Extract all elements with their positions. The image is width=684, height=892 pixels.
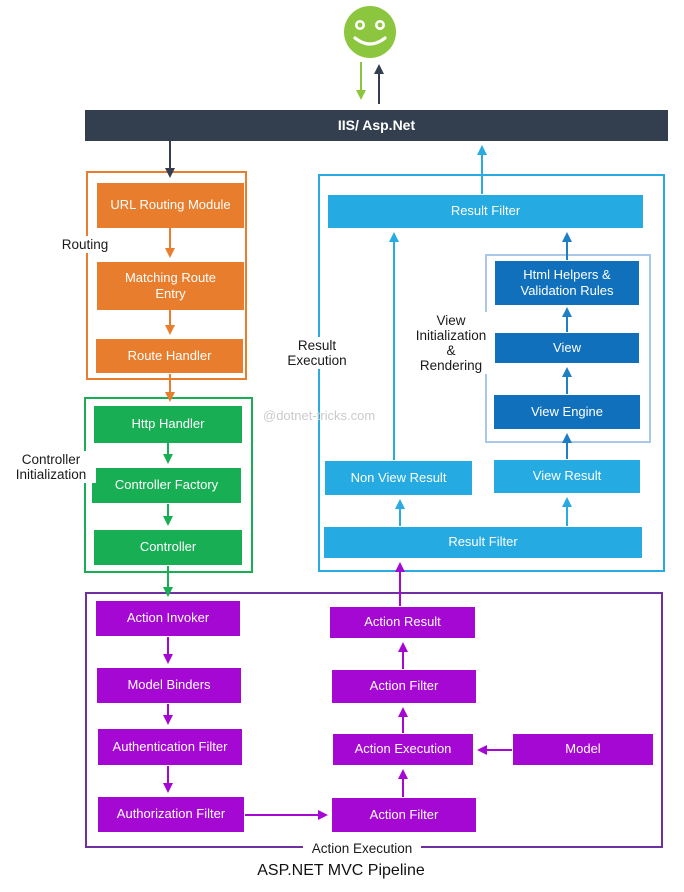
node-route-handler: Route Handler <box>96 339 243 373</box>
node-action-invoker: Action Invoker <box>96 601 240 636</box>
smiley-eye-right <box>375 20 385 30</box>
node-result-filter-top: Result Filter <box>328 195 643 228</box>
node-model: Model <box>513 734 653 765</box>
result-execution-label: Result Execution <box>281 337 353 370</box>
node-authorization-filter: Authorization Filter <box>98 797 244 832</box>
node-model-binders: Model Binders <box>97 668 241 703</box>
node-authentication-filter: Authentication Filter <box>98 729 242 765</box>
node-action-execution: Action Execution <box>333 734 473 765</box>
view-init-rendering-label: View Initialization & Rendering <box>407 312 495 375</box>
node-action-result: Action Result <box>330 607 475 638</box>
smiley-face-icon <box>344 6 396 58</box>
result-execution-label-line2: Execution <box>287 353 347 369</box>
action-execution-group-label: Action Execution <box>303 840 421 858</box>
routing-group-label: Routing <box>53 236 117 254</box>
smiley-head <box>344 6 396 58</box>
smiley-mouth <box>353 36 387 46</box>
node-controller-factory: Controller Factory <box>92 468 241 503</box>
node-matching-route-entry: Matching Route Entry <box>97 262 244 310</box>
watermark: @dotnet-tricks.com <box>263 408 376 423</box>
node-action-filter-lower: Action Filter <box>332 798 476 832</box>
smiley-eye-left <box>355 20 365 30</box>
view-init-label-line3: & <box>446 343 456 359</box>
node-url-routing-module: URL Routing Module <box>97 183 244 228</box>
node-view-result: View Result <box>494 460 640 493</box>
node-result-filter-bottom: Result Filter <box>324 527 642 558</box>
node-controller: Controller <box>94 530 242 565</box>
controller-initialization-label-line1: Controller <box>21 452 81 467</box>
result-execution-label-line1: Result <box>297 338 337 353</box>
diagram-caption: ASP.NET MVC Pipeline <box>257 862 425 879</box>
view-init-label-line1: View <box>436 313 466 328</box>
node-action-filter-upper: Action Filter <box>332 670 476 703</box>
view-init-label-line4: Rendering <box>419 358 483 374</box>
node-view: View <box>495 333 639 363</box>
controller-initialization-label-line2: Initialization <box>15 467 87 483</box>
view-init-label-line2: Initialization <box>415 328 487 344</box>
node-http-handler: Http Handler <box>94 406 242 443</box>
node-non-view-result: Non View Result <box>325 461 472 495</box>
iis-aspnet-bar: IIS/ Asp.Net <box>85 110 668 141</box>
node-view-engine: View Engine <box>494 395 640 429</box>
result-execution-container <box>318 174 665 572</box>
node-html-helpers: Html Helpers & Validation Rules <box>495 261 639 305</box>
controller-initialization-label: Controller Initialization <box>6 451 96 484</box>
